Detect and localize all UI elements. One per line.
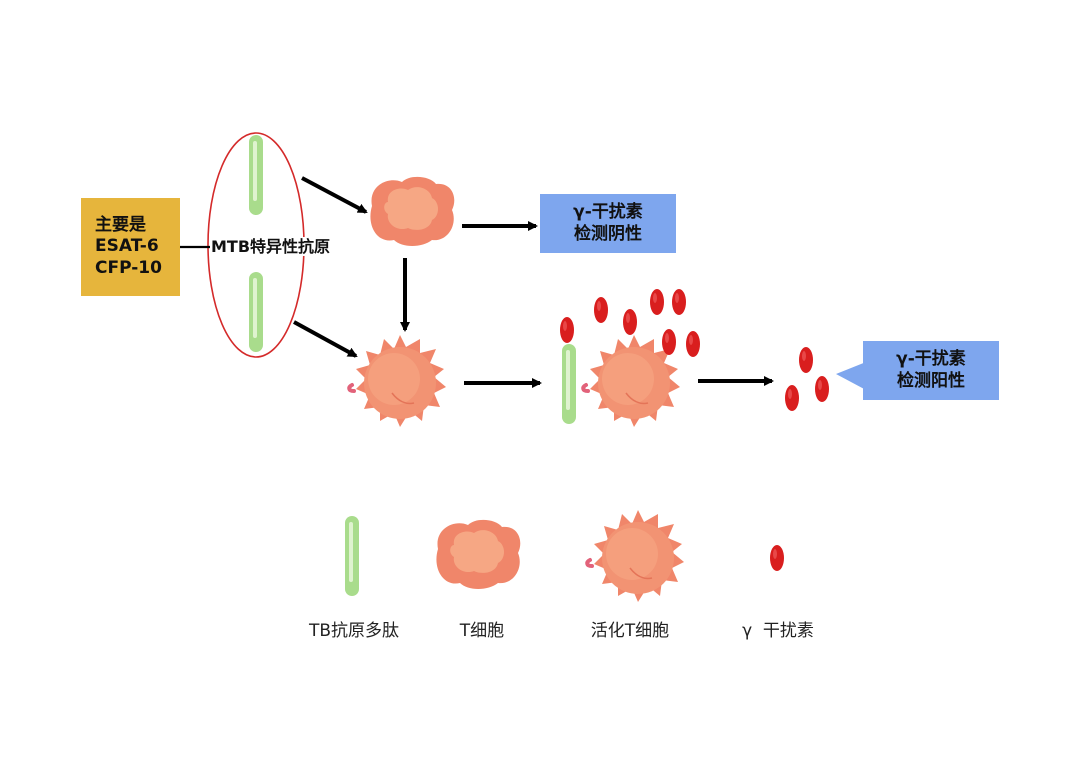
interferon-gamma-icon [560,317,574,343]
legend-interferon-icon [770,545,784,571]
interferon-gamma-icon [815,376,829,402]
tb-antigen-peptide-icon [249,272,263,352]
interferon-gamma-icon [672,289,686,315]
result-top-line: γ-干扰素 [573,202,643,223]
legend-peptide-icon [345,516,359,596]
interferon-gamma-icon [799,347,813,373]
legend-activated-t-cell-icon [585,508,686,604]
result-top-line: 检测阴性 [574,223,642,244]
activated-t-cell-icon [347,333,448,429]
interferon-gamma-icon [785,385,799,411]
tb-antigen-peptide-icon [562,344,576,424]
arrow-antigen-to-tcell [301,176,368,214]
result-bottom-box: γ-干扰素 检测阳性 [863,341,999,400]
legend-label-interferon: γ 干扰素 [742,621,814,641]
source-box-line: 主要是 [95,215,146,236]
source-box-line: ESAT-6 [95,236,159,257]
legend-label-activated-t-cell: 活化T细胞 [590,621,670,641]
t-cell-icon [370,176,455,246]
legend-label-peptide: TB抗原多肽 [308,621,400,641]
result-bottom-line: γ-干扰素 [896,349,966,370]
result-top-box: γ-干扰素 检测阴性 [540,194,676,253]
source-box-line: CFP-10 [95,257,162,278]
interferon-gamma-icon [650,289,664,315]
interferon-gamma-icon [662,329,676,355]
arrow-antigen-to-activated [293,320,358,358]
source-antigens-box: 主要是 ESAT-6 CFP-10 [81,198,180,296]
antigen-label: MTB特异性抗原 [210,237,332,257]
callout-pointer [836,362,866,390]
interferon-gamma-icon [594,297,608,323]
legend-label-t-cell: T细胞 [459,621,505,641]
interferon-gamma-icon [686,331,700,357]
legend-t-cell-icon [436,519,521,589]
interferon-gamma-icon [623,309,637,335]
result-bottom-line: 检测阳性 [897,370,965,391]
tb-antigen-peptide-icon [249,135,263,215]
